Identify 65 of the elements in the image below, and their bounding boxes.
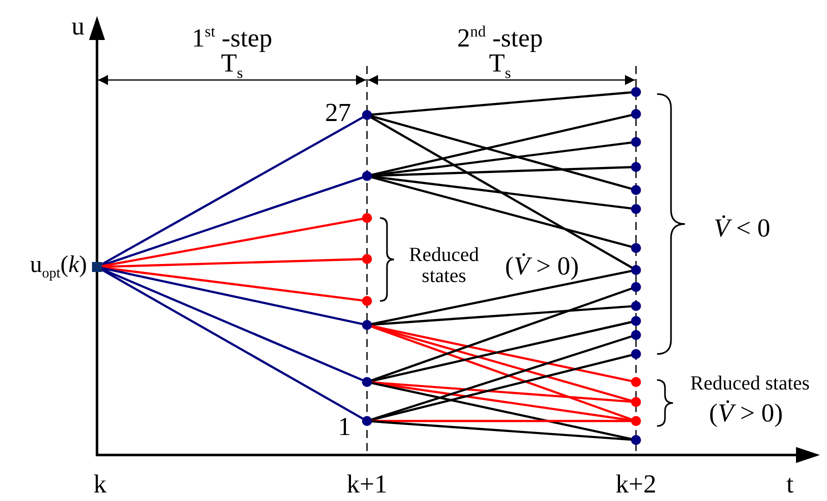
state-dot [631,185,641,195]
state-dot [362,254,372,264]
connector-line [371,175,632,210]
state-dot [362,377,372,387]
state-dot [631,435,641,445]
state-dot [631,377,641,387]
connector-line [371,354,632,421]
state-dot [362,213,372,223]
state-dot [631,316,641,326]
state-number: 27 [325,100,351,126]
connector-line [371,115,632,190]
axis-label: u [72,12,84,40]
state-dot [362,110,372,120]
state-dot [631,416,641,426]
connector-line [371,176,632,248]
connector-line [371,114,632,176]
state-dot [362,320,372,330]
connector-line [372,420,632,422]
condition-label: (V̇ > 0) [709,399,783,427]
state-dot [631,243,641,253]
connector-line [102,258,363,268]
state-dot [362,296,372,306]
state-dot [631,204,641,214]
connector-line [100,268,364,420]
connector-line [371,420,632,441]
state-dot [631,301,641,311]
state-dot [631,87,641,97]
state-dot [631,137,641,147]
connector-line [101,176,364,266]
annotation-text: Reduced states [690,374,810,394]
state-number: 1 [338,414,351,440]
connector-line [102,218,363,268]
state-dot [631,397,641,407]
start-marker [92,262,102,272]
start-value-label: u$_{opt}$(k) [30,252,87,282]
connector-line [370,287,632,382]
condition-label: V̇ < 0 [714,214,770,242]
connector-line [371,381,632,403]
state-dot [631,349,641,359]
connector-line [101,268,364,382]
connector-line [102,266,363,326]
tick-label: k+2 [616,470,656,498]
state-dot [631,265,641,275]
tick-label: k+1 [346,470,388,498]
connector-line [371,305,632,326]
annotation-text: Reduced states [408,245,480,287]
axis-label: t [786,470,794,498]
tick-label: k [94,470,106,498]
state-dot [631,109,641,119]
dimension-label: T$_{s}$ [489,50,511,82]
connector-line [371,270,632,326]
connector-line [100,116,364,266]
dimension-label: T$_{s}$ [221,50,243,82]
state-dot [631,162,641,172]
state-dot [362,416,372,426]
connector-line [370,116,633,269]
state-dot [631,282,641,292]
connector-line [371,382,632,440]
condition-label: (V̇ > 0) [505,252,579,280]
connector-line [371,325,632,402]
step-label: 1$^{st}$ -step [192,24,272,52]
step-label: 2$^{nd}$ -step [457,24,543,52]
connector-line [371,91,632,116]
state-dot [362,171,372,181]
state-dot [631,330,641,340]
